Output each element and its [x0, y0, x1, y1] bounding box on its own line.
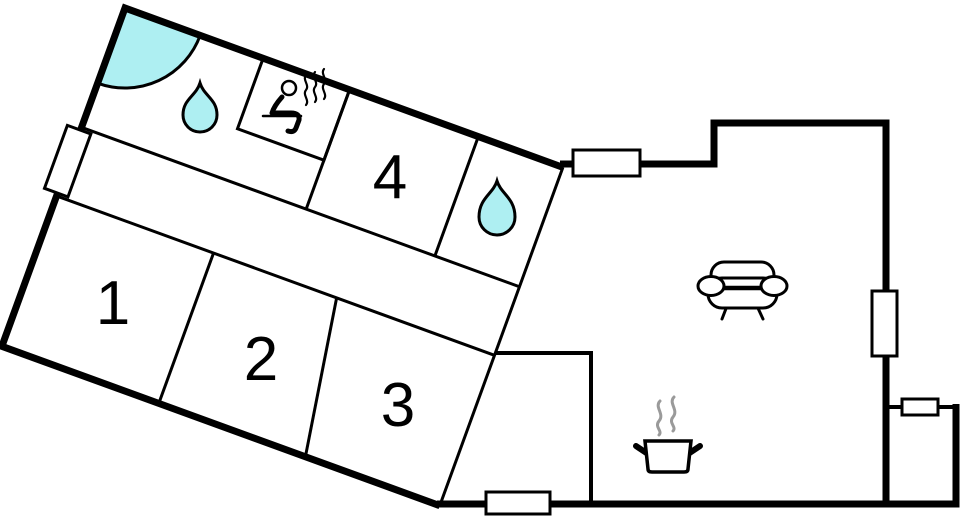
bottom-exterior-walls	[437, 404, 960, 508]
sofa-icon	[696, 260, 789, 321]
right-section	[437, 119, 960, 516]
wing-interior-walls	[56, 56, 565, 507]
water-drop-icon-bathroom	[181, 77, 219, 134]
room-4-label: 4	[373, 143, 407, 212]
room4-wc-wall	[433, 136, 480, 257]
sofa-armrest-left	[696, 275, 726, 297]
pot-body	[643, 439, 693, 474]
room1-room2-wall	[157, 252, 215, 404]
shower-icon	[95, 6, 203, 90]
room-3-label: 3	[381, 371, 415, 440]
kitchen-walls	[495, 351, 593, 504]
sauna-steam-lines	[303, 67, 327, 107]
wing-exterior-walls	[0, 3, 565, 509]
windows	[484, 148, 940, 516]
room-2-label: 2	[244, 325, 278, 394]
sofa-armrest-right	[759, 275, 789, 297]
corridor-bottom-wall	[56, 194, 496, 357]
wing-right-wall	[438, 166, 565, 507]
room-labels: 1 2 3 4	[96, 143, 415, 440]
sauna-walls	[235, 56, 352, 163]
window-top	[571, 148, 642, 178]
water-drops	[181, 77, 517, 237]
window-corridor-end	[42, 123, 93, 199]
room-1-label: 1	[96, 269, 130, 338]
pot-steam-lines	[655, 395, 677, 437]
sauna-icon	[261, 67, 327, 135]
room2-room3-wall	[303, 297, 339, 458]
sauna-person-head	[280, 79, 298, 97]
window-bottom	[484, 490, 552, 516]
window-annex	[900, 397, 940, 417]
sauna-person-body	[269, 94, 302, 135]
water-drop-icon-wc	[477, 175, 517, 237]
left-wing	[0, 3, 565, 509]
living-room-exterior-walls	[560, 119, 890, 504]
corridor-top-wall	[81, 125, 520, 289]
window-right	[870, 289, 899, 358]
stove-pot-icon	[633, 395, 703, 474]
